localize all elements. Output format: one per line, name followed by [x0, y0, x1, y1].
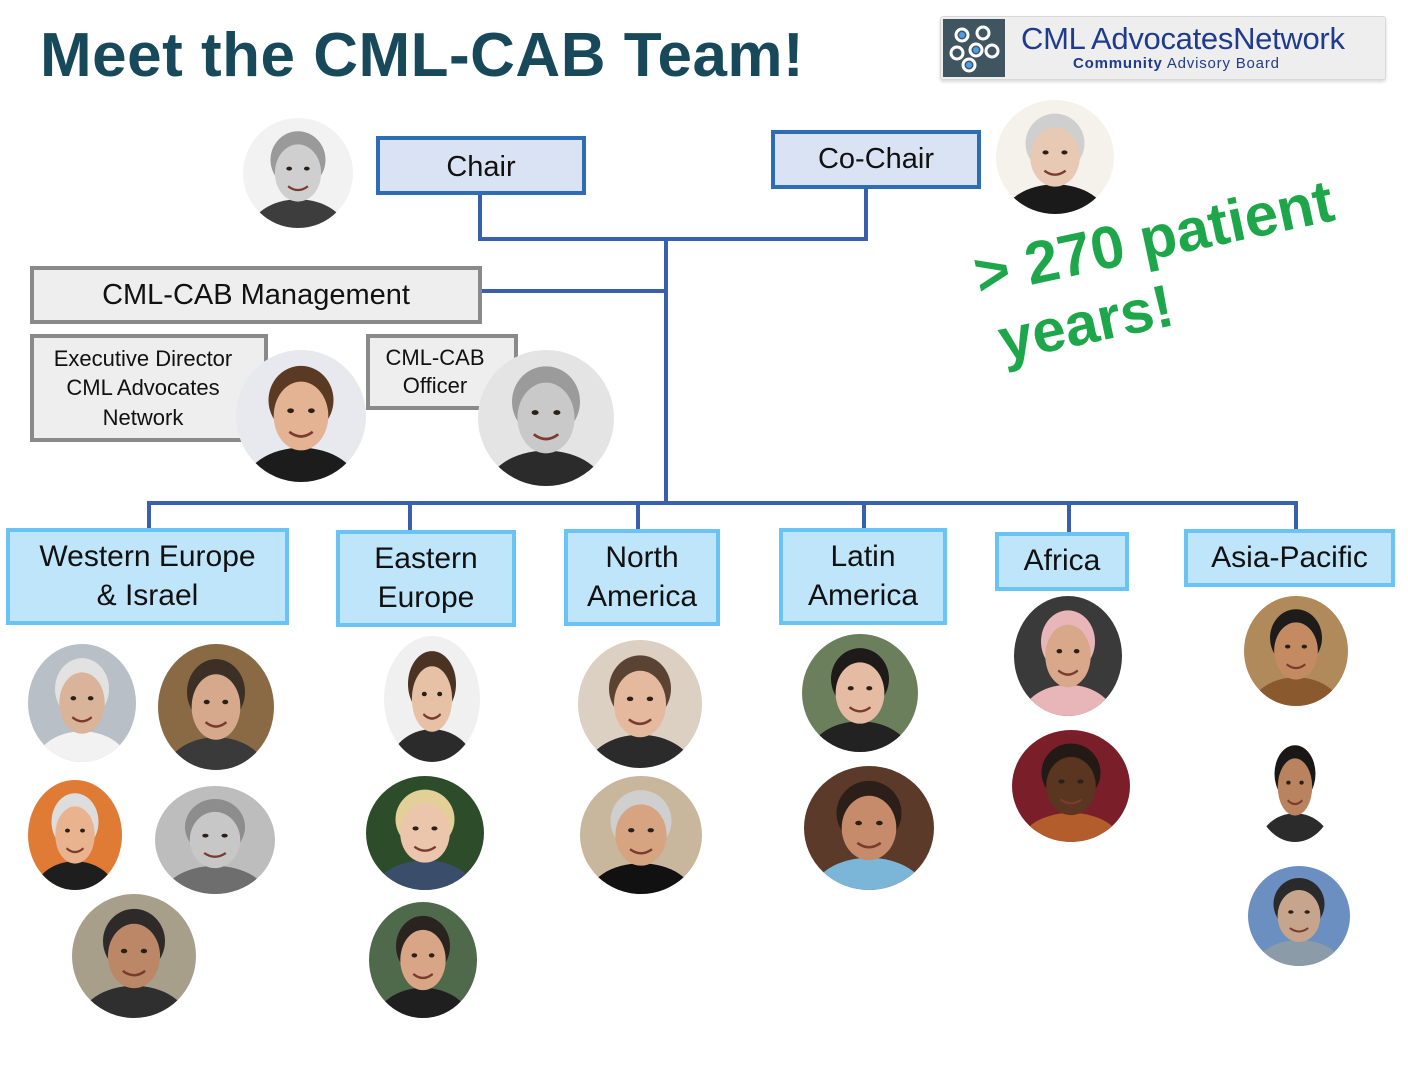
logo-subtitle: Community Advisory Board	[1073, 55, 1280, 72]
member-photo	[1248, 866, 1350, 966]
chair-photo	[243, 118, 353, 228]
member-photo	[1244, 596, 1348, 706]
officer-photo	[478, 350, 614, 486]
member-photo	[366, 776, 484, 890]
member-photo	[1254, 732, 1336, 842]
member-photo	[155, 786, 275, 894]
member-photo	[802, 634, 918, 752]
member-photo	[578, 640, 702, 768]
region-label-line: Asia-Pacific	[1211, 540, 1368, 574]
logo-name: CML AdvocatesNetwork	[1021, 21, 1345, 56]
executive-director-line: Network	[102, 404, 184, 430]
member-photo	[28, 644, 136, 762]
network-logo-icon	[943, 19, 1005, 77]
region-label-line: & Israel	[96, 578, 199, 612]
region-western-europe-israel: Western Europe & Israel	[6, 528, 289, 625]
officer-line: CML-CAB	[385, 344, 485, 370]
region-label-line: Western Europe	[39, 540, 256, 574]
member-photo	[1012, 730, 1130, 842]
region-label-line: Latin	[830, 540, 896, 574]
chair-box: Chair	[376, 136, 586, 195]
executive-director-box: Executive Director CML Advocates Network	[30, 334, 268, 442]
co-chair-box: Co-Chair	[771, 130, 981, 189]
member-photo	[72, 894, 196, 1018]
executive-director-line: Executive Director	[53, 346, 233, 372]
member-photo	[158, 644, 274, 770]
executive-director-line: CML Advocates	[66, 375, 220, 401]
region-label-line: America	[807, 578, 919, 612]
officer-line: Officer	[402, 373, 468, 398]
member-photo	[804, 766, 934, 890]
region-label-line: North	[605, 541, 679, 575]
region-label-line: America	[586, 579, 698, 613]
cml-advocates-network-logo: CML AdvocatesNetwork Community Advisory …	[940, 16, 1386, 80]
member-photo	[580, 776, 702, 894]
member-photo	[1014, 596, 1122, 716]
region-label-line: Europe	[377, 580, 475, 614]
executive-director-photo	[236, 350, 366, 482]
region-label-line: Eastern	[374, 542, 478, 576]
page-title: Meet the CML-CAB Team!	[40, 21, 805, 90]
co-chair-photo	[996, 100, 1114, 214]
region-asia-pacific: Asia-Pacific	[1184, 529, 1395, 587]
member-photo	[384, 636, 480, 762]
region-label-line: Africa	[1023, 544, 1101, 578]
management-box: CML-CAB Management	[30, 266, 482, 324]
member-photo	[369, 902, 477, 1018]
member-photo	[28, 780, 122, 890]
region-africa: Africa	[995, 532, 1129, 591]
